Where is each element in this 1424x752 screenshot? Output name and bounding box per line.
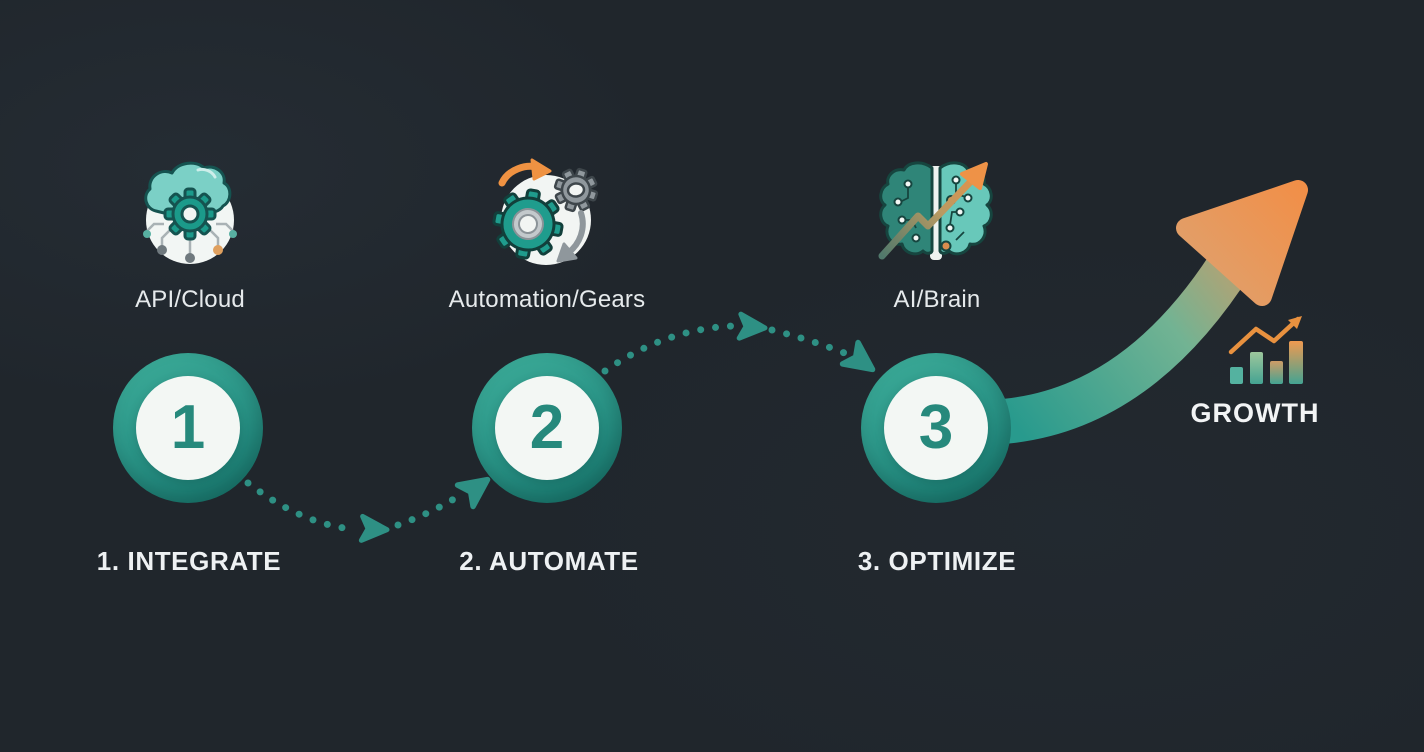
growth-arrow: [985, 180, 1308, 444]
connector-1-arrowheads: [361, 469, 495, 542]
step-3-number: 3: [918, 393, 954, 462]
step-3-circle-inner: 3: [884, 376, 988, 480]
circuit-traces: [146, 222, 234, 255]
step-2-circle-inner: 2: [495, 376, 599, 480]
connector-2-arrowheads: [739, 314, 880, 380]
step-1-circle-inner: 1: [136, 376, 240, 480]
brain-left-hemisphere: [879, 161, 934, 256]
step-2-label: 2. AUTOMATE: [459, 546, 639, 576]
big-teal-gear: [492, 188, 564, 260]
automation-gears-icon: [488, 158, 603, 278]
ai-brain-icon: [872, 154, 1000, 285]
cloud-gear: [163, 187, 217, 241]
cycle-arrow-orange: [498, 158, 552, 187]
step-1-circle: 1: [113, 353, 263, 503]
brain-nodes: [893, 175, 973, 243]
bar-chart-growth-icon: [1228, 316, 1303, 384]
step-1-label: 1. INTEGRATE: [96, 546, 282, 576]
icon-label-ai-brain: AI/Brain: [893, 286, 981, 313]
dotted-connector-1: [244, 479, 466, 533]
step-1-number: 1: [170, 393, 206, 462]
icon-label-automation-gears: Automation/Gears: [448, 286, 646, 313]
step-2-circle: 2: [472, 353, 622, 503]
growth-arrowhead: [1176, 180, 1308, 306]
step-3-label: 3. OPTIMIZE: [857, 546, 1017, 576]
cycle-arrow-gray: [556, 210, 586, 263]
icon-label-api-cloud: API/Cloud: [135, 286, 245, 313]
brain-trend-arrow: [878, 162, 988, 260]
api-cloud-icon: [134, 156, 246, 276]
small-gray-gear: [553, 167, 599, 213]
dotted-connector-2: [601, 322, 851, 375]
step-3-circle: 3: [861, 353, 1011, 503]
step-2-number: 2: [529, 393, 565, 462]
growth-label: GROWTH: [1190, 398, 1320, 428]
